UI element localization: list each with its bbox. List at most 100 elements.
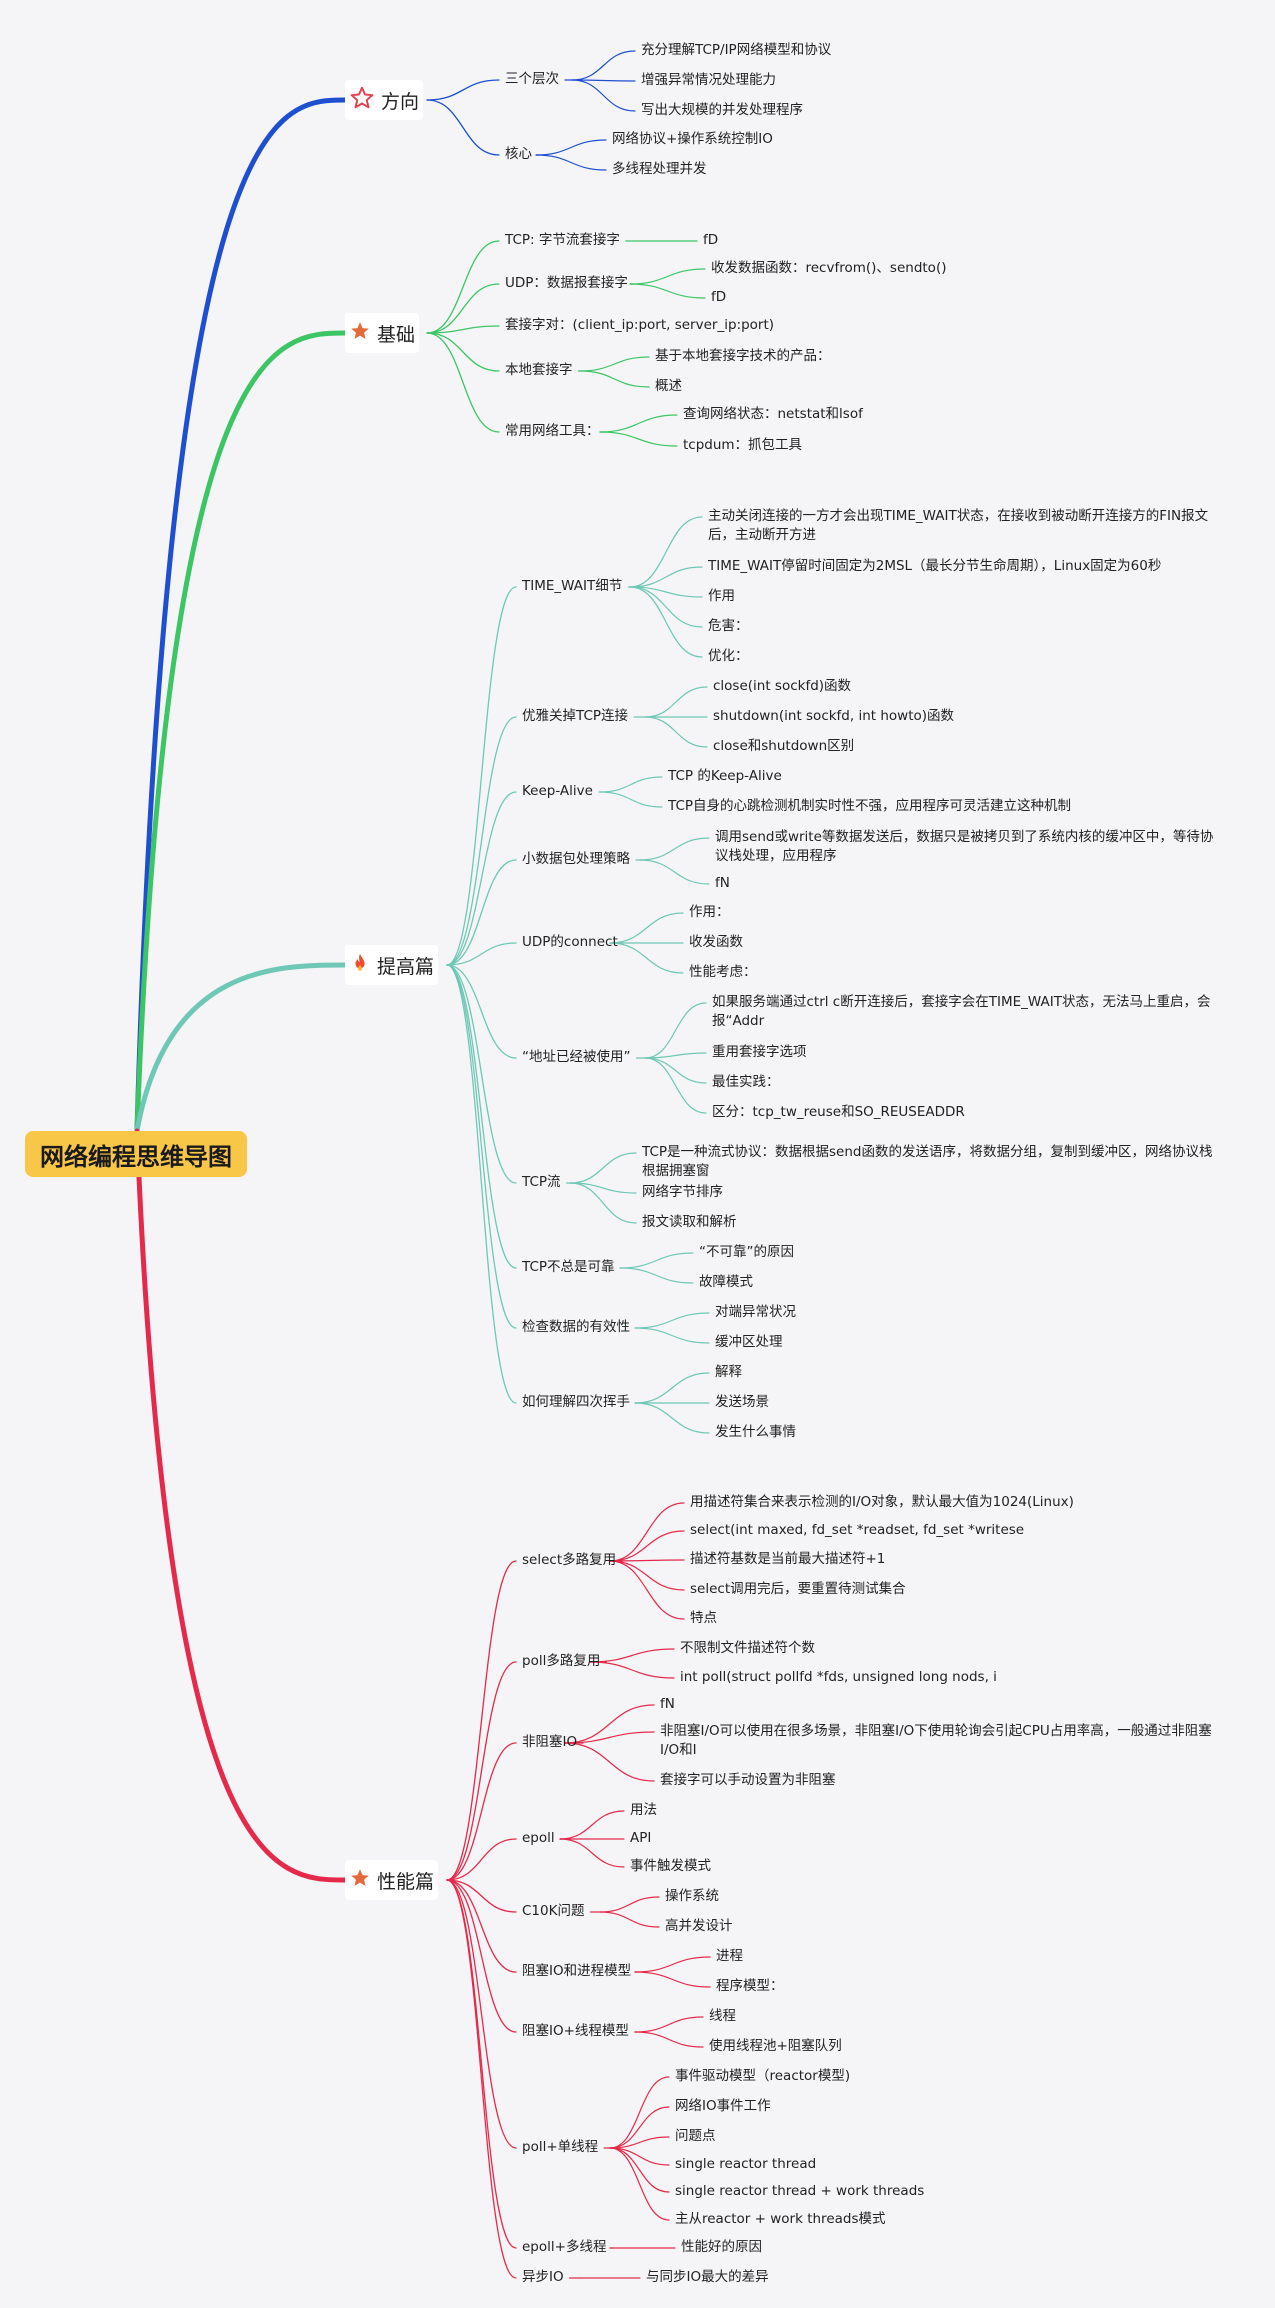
subtopic-node[interactable]: 进程 [716,1948,743,1964]
subtopic-node[interactable]: 问题点 [675,2128,716,2144]
subtopic-node[interactable]: 线程 [709,2008,736,2024]
topic-node[interactable]: 核心 [505,146,532,162]
subtopic-node[interactable]: 用法 [630,1802,657,1818]
subtopic-node[interactable]: single reactor thread + work threads [675,2183,925,2199]
subtopic-node[interactable]: TIME_WAIT停留时间固定为2MSL（最长分节生命周期），Linux固定为6… [708,558,1162,574]
subtopic-node[interactable]: TCP自身的心跳检测机制实时性不强，应用程序可灵活建立这种机制 [668,798,1072,814]
subtopic-node[interactable]: 事件驱动模型（reactor模型) [675,2068,851,2084]
subtopic-node[interactable]: TCP 的Keep-Alive [668,768,782,784]
subtopic-node[interactable]: 主动关闭连接的一方才会出现TIME_WAIT状态，在接收到被动断开连接方的FIN… [708,508,1209,543]
subtopic-node[interactable]: 增强异常情况处理能力 [641,72,776,88]
topic-node[interactable]: 异步IO [522,2269,564,2285]
subtopic-node[interactable]: 事件触发模式 [630,1858,711,1874]
subtopic-node[interactable]: 调用send或write等数据发送后，数据只是被拷贝到了系统内核的缓冲区中，等待… [715,829,1214,864]
category-direction[interactable]: 方向 [345,80,424,120]
subtopic-node[interactable]: 重用套接字选项 [712,1044,807,1060]
category-performance[interactable]: 性能篇 [345,1860,439,1900]
topic-node[interactable]: select多路复用 [522,1552,617,1568]
subtopic-node[interactable]: 解释 [715,1364,742,1380]
subtopic-node[interactable]: 网络协议+操作系统控制IO [612,131,773,147]
subtopic-node[interactable]: 故障模式 [699,1274,753,1290]
subtopic-node[interactable]: 不限制文件描述符个数 [680,1640,815,1656]
subtopic-node[interactable]: 收发数据函数：recvfrom()、sendto() [711,260,947,276]
topic-node[interactable]: 本地套接字 [505,362,573,378]
topic-node[interactable]: UDP：数据报套接字 [505,275,628,291]
subtopic-node[interactable]: 收发函数 [689,934,743,950]
topic-node[interactable]: Keep-Alive [522,783,593,799]
subtopic-node[interactable]: close和shutdown区别 [713,738,855,754]
topic-node[interactable]: UDP的connect [522,934,618,950]
topic-node[interactable]: TIME_WAIT细节 [522,578,623,594]
subtopic-node[interactable]: 优化： [708,648,749,664]
subtopic-node[interactable]: shutdown(int sockfd, int howto)函数 [713,708,955,724]
subtopic-node[interactable]: 危害： [708,618,749,634]
subtopic-node[interactable]: TCP是一种流式协议：数据根据send函数的发送语序，将数据分组，复制到缓冲区，… [642,1144,1213,1179]
topic-node[interactable]: 阻塞IO+线程模型 [522,2023,629,2039]
subtopic-node[interactable]: 对端异常状况 [715,1304,796,1320]
category-advanced[interactable]: 提高篇 [345,945,439,985]
topic-node[interactable]: 优雅关掉TCP连接 [522,708,629,724]
subtopic-node[interactable]: 最佳实践： [712,1074,780,1090]
category-basic[interactable]: 基础 [345,313,420,353]
topic-node[interactable]: poll多路复用 [522,1653,601,1669]
topic-node[interactable]: epoll [522,1830,555,1846]
subtopic-node[interactable]: 多线程处理并发 [612,161,707,177]
subtopic-node[interactable]: 写出大规模的并发处理程序 [641,102,803,118]
subtopic-node[interactable]: fN [715,875,730,891]
topic-node[interactable]: C10K问题 [522,1903,585,1919]
subtopic-node[interactable]: 作用 [708,588,735,604]
subtopic-node[interactable]: “不可靠”的原因 [699,1244,794,1260]
subtopic-node[interactable]: 查询网络状态：netstat和lsof [683,406,863,422]
subtopic-node[interactable]: 用描述符集合来表示检测的I/O对象，默认最大值为1024(Linux) [690,1494,1074,1510]
subtopic-node[interactable]: 基于本地套接字技术的产品： [655,348,831,364]
subtopic-node[interactable]: 高并发设计 [665,1918,733,1934]
topic-node[interactable]: “地址已经被使用” [522,1049,631,1065]
topic-node[interactable]: 套接字对：(client_ip:port, server_ip:port) [505,317,775,333]
topic-node[interactable]: 小数据包处理策略 [522,851,630,867]
subtopic-node[interactable]: API [630,1830,652,1846]
subtopic-node[interactable]: 性能考虑： [689,964,757,980]
subtopic-node[interactable]: 使用线程池+阻塞队列 [709,2038,842,2054]
subtopic-node[interactable]: fD [711,289,727,305]
topic-node[interactable]: TCP不总是可靠 [522,1259,615,1275]
topic-node[interactable]: TCP: 字节流套接字 [505,232,620,248]
subtopic-node[interactable]: 作用： [689,904,730,920]
subtopic-node[interactable]: 概述 [655,378,682,394]
subtopic-node[interactable]: select(int maxed, fd_set *readset, fd_se… [690,1522,1025,1538]
subtopic-node[interactable]: 非阻塞I/O可以使用在很多场景，非阻塞I/O下使用轮询会引起CPU占用率高，一般… [660,1723,1212,1758]
subtopic-node[interactable]: tcpdum：抓包工具 [683,437,803,453]
subtopic-node[interactable]: 发送场景 [715,1394,769,1410]
subtopic-node[interactable]: 如果服务端通过ctrl c断开连接后，套接字会在TIME_WAIT状态，无法马上… [712,994,1211,1029]
subtopic-node[interactable]: int poll(struct pollfd *fds, unsigned lo… [680,1669,997,1685]
subtopic-node[interactable]: 操作系统 [665,1888,719,1904]
subtopic-node[interactable]: fN [660,1696,675,1712]
subtopic-node[interactable]: select调用完后，要重置待测试集合 [690,1581,906,1597]
subtopic-node[interactable]: 描述符基数是当前最大描述符+1 [690,1551,886,1567]
topic-node[interactable]: 三个层次 [505,71,559,87]
subtopic-node[interactable]: 缓冲区处理 [715,1334,783,1350]
subtopic-node[interactable]: 充分理解TCP/IP网络模型和协议 [641,42,832,58]
subtopic-node[interactable]: 程序模型： [716,1978,784,1994]
topic-node[interactable]: TCP流 [522,1174,561,1190]
subtopic-node[interactable]: 主从reactor + work threads模式 [675,2211,886,2227]
subtopic-node[interactable]: close(int sockfd)函数 [713,678,852,694]
root-node[interactable]: 网络编程思维导图 [25,1131,247,1177]
topic-node[interactable]: 如何理解四次挥手 [522,1394,630,1410]
subtopic-node[interactable]: 报文读取和解析 [642,1214,737,1230]
subtopic-node[interactable]: 与同步IO最大的差异 [646,2269,769,2285]
subtopic-node[interactable]: 区分：tcp_tw_reuse和SO_REUSEADDR [712,1104,965,1120]
subtopic-node[interactable]: 套接字可以手动设置为非阻塞 [660,1772,836,1788]
subtopic-node[interactable]: 特点 [690,1610,717,1626]
subtopic-node[interactable]: fD [703,232,719,248]
subtopic-node[interactable]: 性能好的原因 [681,2239,762,2255]
topic-node[interactable]: 检查数据的有效性 [522,1319,630,1335]
subtopic-node[interactable]: 发生什么事情 [715,1424,796,1440]
topic-node[interactable]: 阻塞IO和进程模型 [522,1963,632,1979]
subtopic-node[interactable]: 网络IO事件工作 [675,2098,771,2114]
subtopic-node[interactable]: 网络字节排序 [642,1184,723,1200]
subtopic-node[interactable]: single reactor thread [675,2156,817,2172]
topic-node[interactable]: epoll+多线程 [522,2239,607,2255]
topic-node[interactable]: 非阻塞IO [522,1734,578,1750]
topic-node[interactable]: 常用网络工具： [505,423,600,439]
topic-node[interactable]: poll+单线程 [522,2139,599,2155]
